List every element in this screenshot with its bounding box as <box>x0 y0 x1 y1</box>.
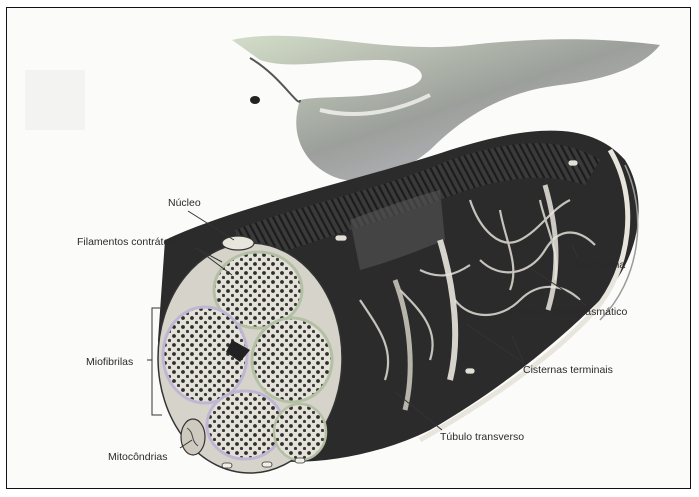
label-reticulo: Retículo sarcoplasmático <box>510 306 627 318</box>
label-filamentos: Filamentos contráteis <box>77 236 177 248</box>
background-smudge <box>25 70 85 130</box>
label-sarcolema: Sarcolema <box>575 259 625 271</box>
label-miofibrilas: Miofibrilas <box>86 356 133 368</box>
label-mitocondrias: Mitocôndrias <box>108 451 168 463</box>
nucleus <box>222 236 254 250</box>
label-tubulo: Túbulo transverso <box>440 431 524 443</box>
label-cisternas: Cisternas terminais <box>523 364 613 376</box>
label-nucleo: Núcleo <box>168 197 201 209</box>
